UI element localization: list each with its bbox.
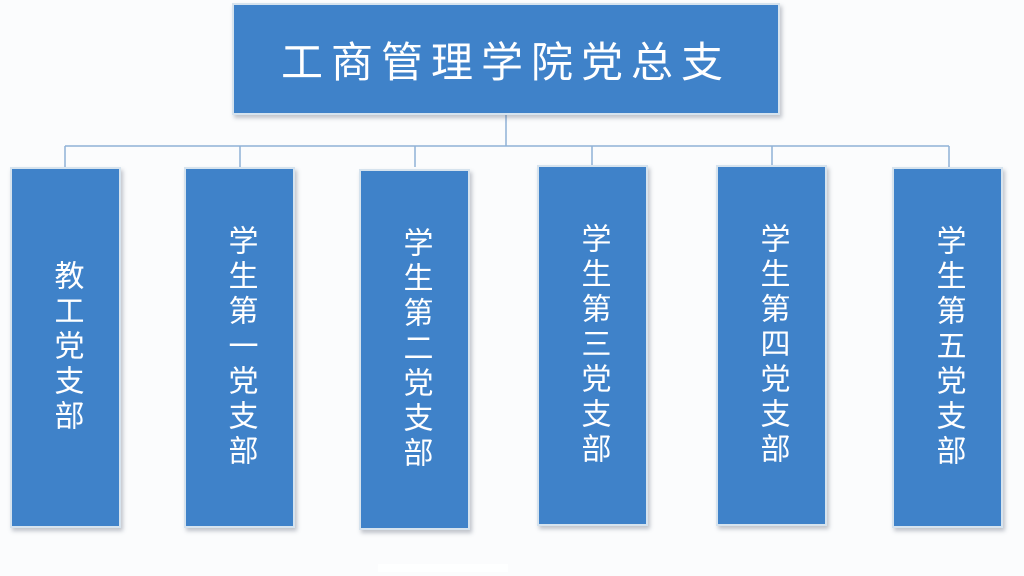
branch-node-label: 教工党支部 [48,260,84,435]
branch-node-student-1: 学生第一党支部 [184,167,295,528]
branch-node-label: 学生第一党支部 [222,225,258,470]
root-node: 工商管理学院党总支 [232,3,780,115]
bottom-highlight [378,564,508,572]
branch-node-student-5: 学生第五党支部 [892,167,1003,528]
branch-node-student-2: 学生第二党支部 [359,169,470,530]
branch-node-faculty: 教工党支部 [10,167,121,528]
branch-node-label: 学生第四党支部 [754,223,790,468]
branch-node-student-4: 学生第四党支部 [716,165,827,526]
branch-node-label: 学生第五党支部 [930,225,966,470]
branch-node-label: 学生第三党支部 [575,223,611,468]
root-node-label: 工商管理学院党总支 [280,37,731,87]
branch-node-label: 学生第二党支部 [397,227,433,472]
branch-node-student-3: 学生第三党支部 [537,165,648,526]
